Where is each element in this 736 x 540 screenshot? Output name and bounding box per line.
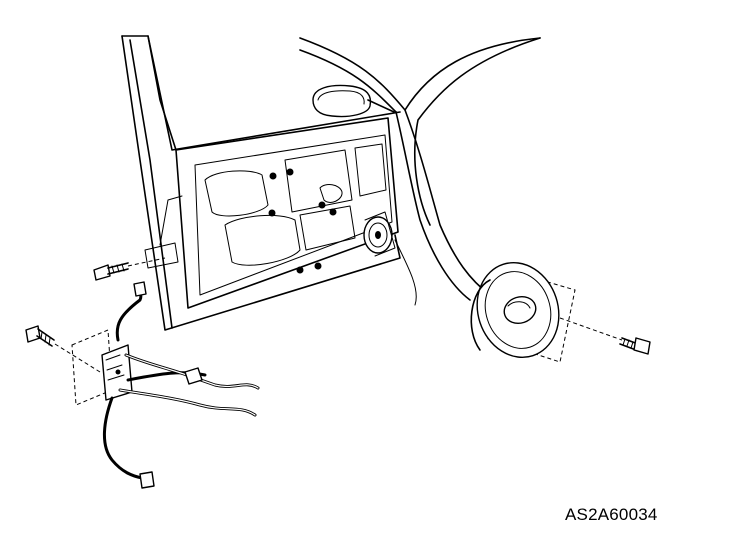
lock-screw	[25, 325, 101, 373]
door-shell	[121, 35, 401, 331]
hinge-screw	[93, 257, 166, 281]
speaker-exploded	[470, 262, 576, 363]
side-mirror	[312, 84, 395, 118]
door-lock-actuator	[71, 329, 133, 406]
door-speaker-mounted	[363, 211, 396, 257]
car-body-frame	[299, 37, 541, 306]
figure-code: AS2A60034	[565, 505, 658, 524]
wiring-harness	[102, 281, 260, 489]
speaker-screw	[559, 317, 651, 355]
